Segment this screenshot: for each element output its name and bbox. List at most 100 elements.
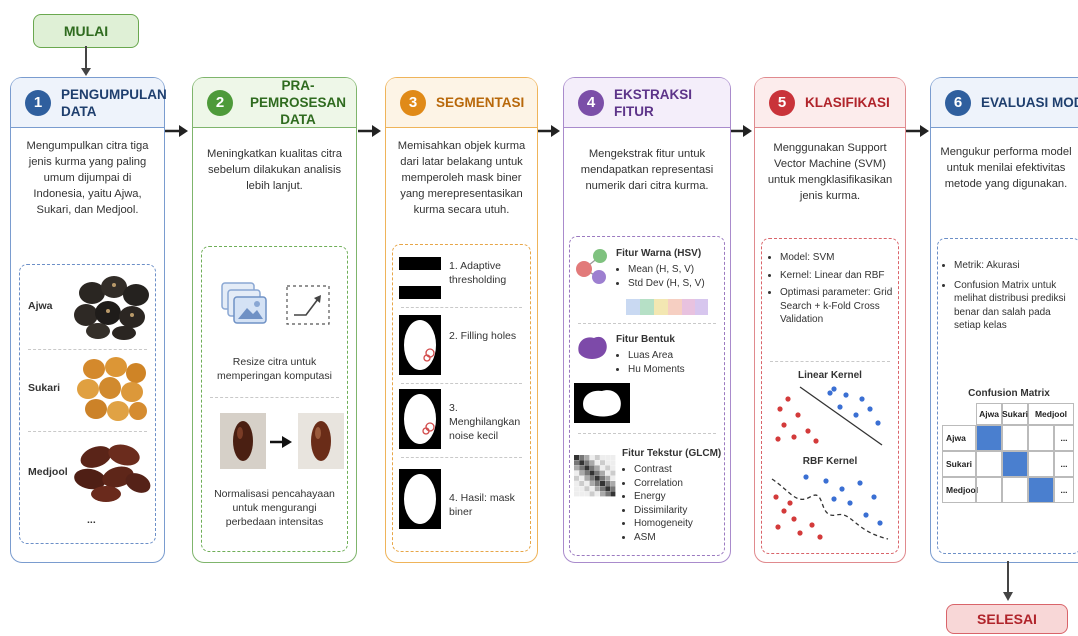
blue-point (877, 520, 883, 526)
classification-item: Kernel: Linear dan RBF (780, 269, 898, 283)
glcm-cell (605, 481, 611, 486)
normalization-arrow (270, 436, 292, 448)
glcm-cell (600, 460, 605, 466)
color-feature-icon (576, 249, 607, 284)
filling-holes-image (399, 315, 441, 375)
texture-feature-title: Fitur Tekstur (GLCM) (622, 448, 722, 459)
stage-title: PRA-PEMROSESAN DATA (249, 78, 347, 127)
red-point (791, 434, 797, 440)
glcm-cell (579, 455, 585, 460)
cm-col-header: Medjool (1028, 403, 1074, 425)
stage-description: Memisahkan objek kurma dari latar belaka… (397, 140, 526, 216)
glcm-matrix-icon (574, 455, 616, 497)
glcm-cell (579, 486, 585, 492)
glcm-cell (605, 455, 611, 460)
glcm-cell (594, 455, 600, 460)
sukari-image (77, 357, 147, 421)
texture-feature-list: Contrast Correlation Energy Dissimilarit… (622, 463, 693, 544)
stage-header: 6 EVALUASI MODEL (931, 78, 1078, 128)
glcm-cell (574, 475, 579, 481)
stage-title: EVALUASI MODEL (981, 95, 1078, 110)
segmentation-steps-box: 1. Adaptive thresholding 2. Filling hole… (392, 244, 531, 552)
stage-data-collection: 1 PENGUMPULAN DATA Mengumpulkan citra ti… (10, 77, 167, 563)
normalization-after-image (298, 413, 344, 469)
glcm-cell (589, 486, 595, 492)
cm-col-header: Ajwa (976, 403, 1002, 425)
stage-description: Meningkatkan kualitas citra sebelum dila… (207, 148, 342, 192)
rbf-boundary (771, 478, 889, 540)
red-point (781, 508, 787, 514)
hsv-color-strip (626, 299, 708, 315)
flow-arrow-4-5 (729, 125, 752, 137)
glcm-cell (594, 481, 600, 486)
stage-description: Mengukur performa model untuk menilai ef… (940, 146, 1072, 190)
classification-item: Optimasi parameter: Grid Search + k-Fold… (780, 286, 898, 327)
stage-header: 2 PRA-PEMROSESAN DATA (193, 78, 356, 128)
sample-label-sukari: Sukari (28, 382, 61, 394)
stage-header: 3 SEGMENTASI (386, 78, 537, 128)
blue-point (823, 478, 829, 484)
ajwa-image (74, 276, 149, 340)
glcm-cell (610, 460, 616, 466)
blue-point (831, 496, 837, 502)
blue-point (871, 494, 877, 500)
glcm-cell (574, 481, 579, 486)
stage-number: 2 (207, 89, 233, 116)
red-point (809, 522, 815, 528)
evaluation-item: Confusion Matrix untuk melihat distribus… (954, 279, 1076, 333)
glcm-cell (600, 470, 605, 476)
features-box: Fitur Warna (HSV) Mean (H, S, V) Std Dev… (569, 236, 725, 556)
sample-label-medjool: Medjool (28, 466, 68, 478)
cm-col-header: Sukari (1002, 403, 1028, 425)
glcm-cell (600, 475, 605, 481)
glcm-cell (589, 481, 595, 486)
glcm-cell (594, 465, 600, 471)
red-point (785, 396, 791, 402)
stage-segmentation: 3 SEGMENTASI Memisahkan objek kurma dari… (385, 77, 538, 563)
color-feature-title: Fitur Warna (HSV) (616, 248, 702, 259)
glcm-cell (584, 491, 590, 497)
cm-row-header: Sukari (942, 451, 976, 477)
stage-header: 1 PENGUMPULAN DATA (11, 78, 167, 128)
cm-cell (976, 477, 1002, 503)
segmentation-step-4: 4. Hasil: mask biner (449, 492, 515, 518)
shape-mask-image (574, 383, 630, 423)
glcm-cell (584, 470, 590, 476)
glcm-cell (605, 470, 611, 476)
threshold-image (399, 257, 441, 299)
red-point (773, 494, 779, 500)
rbf-kernel-plot (771, 474, 889, 540)
stage-description: Menggunakan Support Vector Machine (SVM)… (767, 142, 893, 202)
stage-description: Mengekstrak fitur untuk mendapatkan repr… (580, 148, 714, 192)
classification-list: Model: SVM Kernel: Linear dan RBF Optima… (768, 251, 898, 327)
start-node: MULAI (33, 14, 139, 48)
blue-point (859, 396, 865, 402)
evaluation-box: Metrik: Akurasi Confusion Matrix untuk m… (937, 238, 1078, 554)
texture-feature-item: Correlation (634, 477, 693, 491)
resize-text: Resize citra untuk memperingan komputasi (217, 356, 332, 382)
red-point (795, 412, 801, 418)
classification-box: Model: SVM Kernel: Linear dan RBF Optima… (761, 238, 899, 554)
glcm-cell (594, 486, 600, 492)
stage-description: Mengumpulkan citra tiga jenis kurma yang… (26, 140, 149, 216)
shape-feature-icon (578, 336, 607, 359)
glcm-cell (574, 460, 579, 466)
blue-point (837, 404, 843, 410)
glcm-cell (600, 455, 605, 460)
shape-feature-list: Luas Area Hu Moments (616, 349, 685, 376)
texture-feature-item: Energy (634, 490, 693, 504)
stage-preprocessing: 2 PRA-PEMROSESAN DATA Meningkatkan kuali… (192, 77, 357, 563)
stage-title: KLASIFIKASI (805, 95, 890, 110)
linear-kernel-plot (775, 386, 883, 446)
stage-number: 3 (400, 89, 426, 116)
flow-arrow-1-2 (165, 125, 188, 137)
glcm-cell (610, 475, 616, 481)
end-label: SELESAI (977, 611, 1037, 627)
linear-kernel-title: Linear Kernel (798, 370, 862, 381)
medjool-image (74, 444, 151, 502)
stage-number: 5 (769, 89, 795, 116)
glcm-cell (589, 491, 595, 497)
end-arrow (1003, 561, 1013, 601)
glcm-cell (600, 465, 605, 471)
flow-arrow-5-6 (906, 125, 929, 137)
